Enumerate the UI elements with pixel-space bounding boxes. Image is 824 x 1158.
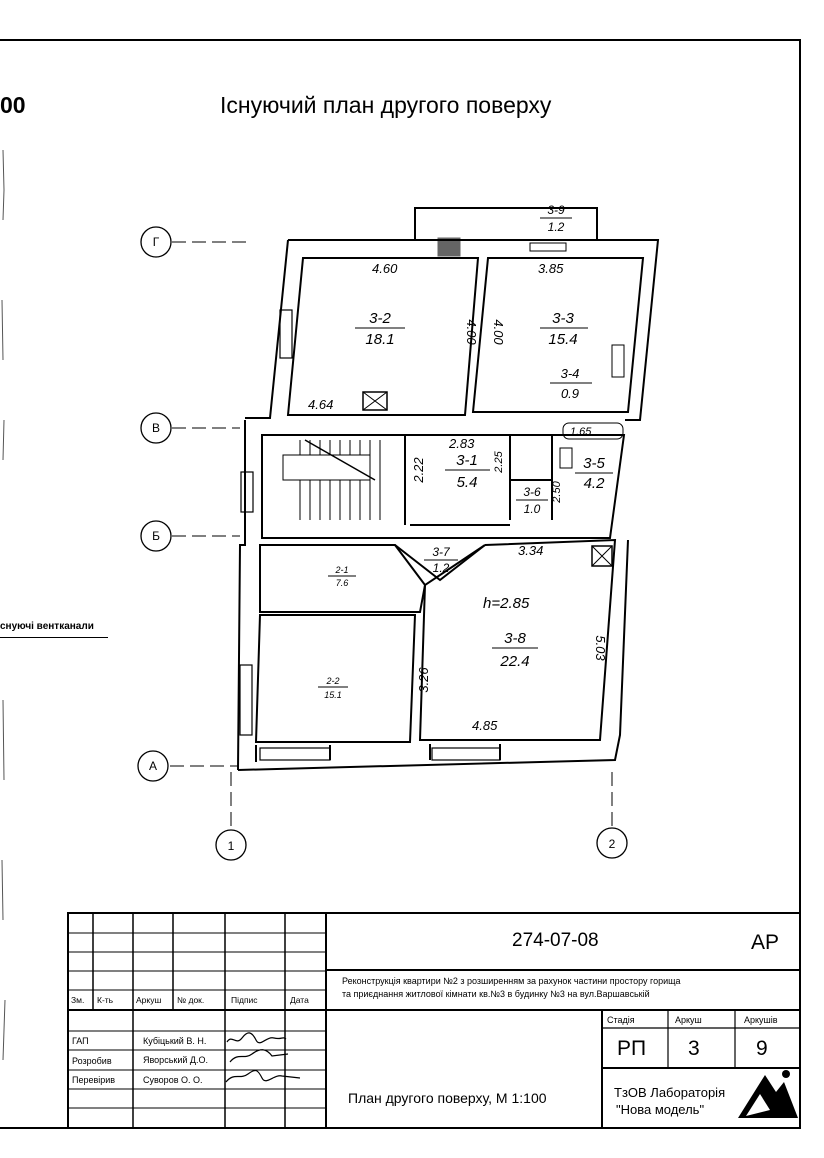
axis-marker-b bbox=[140, 520, 172, 552]
vent-note-underline bbox=[0, 637, 108, 638]
project-description-line2: та приєднання житлової кімнати кв.№3 в б… bbox=[342, 989, 650, 999]
room-id: 3-7 bbox=[432, 545, 451, 559]
dim: 4.85 bbox=[472, 718, 498, 733]
scale-fragment: 00 bbox=[0, 92, 26, 118]
signatures bbox=[225, 1032, 301, 1083]
plan-windows bbox=[239, 309, 501, 761]
stage-value: РП bbox=[617, 1037, 647, 1060]
dim: 2.25 bbox=[493, 450, 505, 473]
axis-label-g: Г bbox=[153, 235, 160, 249]
room-id: 2-2 bbox=[325, 676, 339, 686]
sheet-code: АР bbox=[751, 931, 780, 954]
dimension-labels: 4.60 4.00 4.00 3.85 4.64 2.83 2.22 2.25 … bbox=[308, 261, 608, 733]
room-id: 3-6 bbox=[523, 485, 541, 499]
name-gap: Кубіцький В. Н. bbox=[143, 1036, 207, 1046]
room-area: 7.6 bbox=[336, 578, 349, 588]
room-area: 15.1 bbox=[324, 690, 342, 700]
room-area: 1.0 bbox=[524, 502, 541, 516]
role-gap: ГАП bbox=[72, 1036, 89, 1046]
stamp-lines bbox=[67, 912, 801, 1129]
drawing-title: Існуючий план другого поверху bbox=[220, 92, 552, 118]
room-id: 2-1 bbox=[334, 565, 348, 575]
room-area: 4.2 bbox=[584, 475, 606, 492]
room-area: 5.4 bbox=[457, 474, 478, 491]
project-description-line1: Реконструкція квартири №2 з розширенням … bbox=[342, 976, 681, 986]
signature-developer bbox=[229, 1049, 289, 1063]
room-area: 18.1 bbox=[365, 331, 394, 348]
header-data: Дата bbox=[290, 995, 309, 1005]
dim: 4.00 bbox=[491, 319, 506, 345]
dim: 3.26 bbox=[416, 667, 431, 693]
room-id: 3-5 bbox=[583, 455, 605, 472]
header-zm: Зм. bbox=[71, 995, 85, 1005]
signature-checker bbox=[225, 1069, 301, 1083]
dim: 2.83 bbox=[448, 436, 475, 451]
vent-note: снуючі вентканали bbox=[0, 621, 94, 632]
plan-title: План другого поверху, М 1:100 bbox=[348, 1090, 547, 1106]
dim: 2.22 bbox=[411, 457, 426, 484]
role-checker: Перевірив bbox=[72, 1075, 116, 1085]
sheets-total: 9 bbox=[756, 1037, 768, 1060]
room-area: 1.2 bbox=[433, 561, 450, 575]
role-developer: Розробив bbox=[72, 1056, 112, 1066]
room-id: 3-8 bbox=[504, 630, 526, 647]
room-id: 3-3 bbox=[552, 310, 574, 327]
plan-walls bbox=[237, 207, 660, 771]
sheet-number: 3 bbox=[688, 1037, 700, 1060]
dim: 3.85 bbox=[538, 261, 564, 276]
room-area: 22.4 bbox=[499, 653, 529, 670]
dim: 1.65 bbox=[570, 426, 592, 438]
name-developer: Яворський Д.О. bbox=[143, 1055, 208, 1065]
header-pidpys: Підпис bbox=[231, 995, 258, 1005]
name-checker: Суворов О. О. bbox=[143, 1075, 203, 1085]
arkush-label: Аркуш bbox=[675, 1015, 702, 1025]
org-name-line1: ТзОВ Лабораторія bbox=[614, 1085, 726, 1100]
dim: 4.00 bbox=[464, 319, 479, 345]
dim: 3.34 bbox=[518, 543, 543, 558]
dim: 2.50 bbox=[551, 480, 563, 503]
axis-markers bbox=[137, 226, 628, 861]
axis-label-a: А bbox=[149, 759, 157, 773]
arkushiv-label: Аркушів bbox=[744, 1015, 778, 1025]
axis-label-2: 2 bbox=[609, 837, 616, 851]
axis-label-1: 1 bbox=[228, 839, 235, 853]
room-id: 3-1 bbox=[456, 452, 478, 469]
dim: 5.03 bbox=[593, 635, 608, 661]
room-id: 3-2 bbox=[369, 310, 391, 327]
dim: h=2.85 bbox=[483, 595, 530, 612]
room-area: 1.2 bbox=[548, 220, 565, 234]
dim: 4.64 bbox=[308, 397, 333, 412]
org-logo bbox=[738, 1070, 798, 1118]
axis-marker-g bbox=[140, 226, 172, 258]
axis-marker-1 bbox=[215, 829, 247, 861]
axis-label-b: Б bbox=[152, 529, 160, 543]
room-area: 0.9 bbox=[561, 386, 579, 401]
room-labels: 3-9 1.2 3-2 18.1 3-3 15.4 3-4 0.9 3-1 5.… bbox=[318, 203, 613, 700]
floor-plan: Г В Б А 1 2 3-9 1.2 3-2 18.1 3-3 15.4 3-… bbox=[137, 203, 660, 861]
axis-marker-a bbox=[137, 750, 169, 782]
room-area: 15.4 bbox=[548, 331, 577, 348]
room-id: 3-9 bbox=[547, 203, 565, 217]
stage-label: Стадія bbox=[607, 1015, 635, 1025]
axis-lines bbox=[170, 241, 613, 828]
org-name-line2: "Нова модель" bbox=[616, 1102, 705, 1117]
header-ndok: № док. bbox=[177, 995, 205, 1005]
stair-hatch bbox=[282, 237, 625, 567]
project-code: 274-07-08 bbox=[512, 930, 599, 951]
header-kt: К-ть bbox=[97, 995, 114, 1005]
dim: 4.60 bbox=[372, 261, 398, 276]
axis-marker-v bbox=[140, 412, 172, 444]
axis-marker-2 bbox=[596, 827, 628, 859]
axis-labels: Г В Б А 1 2 bbox=[149, 235, 616, 853]
room-id: 3-4 bbox=[561, 366, 580, 381]
signature-gap bbox=[226, 1032, 287, 1044]
axis-label-v: В bbox=[152, 421, 160, 435]
header-arkush: Аркуш bbox=[136, 995, 162, 1005]
